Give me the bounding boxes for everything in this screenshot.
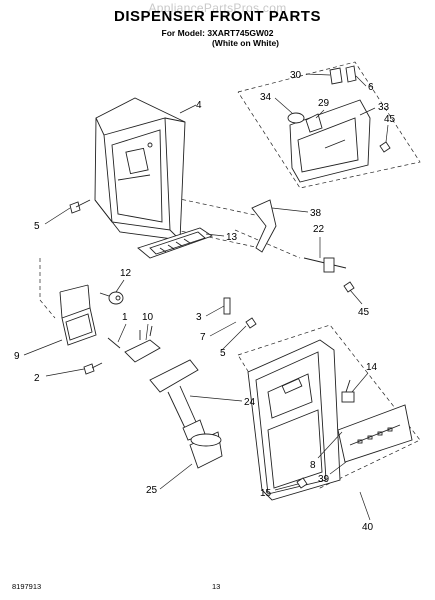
- color-line: (White on White): [211, 38, 280, 48]
- part-34-lamp: [287, 112, 305, 124]
- part-1-pin: [107, 337, 121, 349]
- part-33-upper-housing: [289, 99, 371, 183]
- part-14-switch: [341, 379, 355, 403]
- part-40-front-panel: [247, 339, 341, 501]
- part-3-clip: [223, 297, 231, 315]
- page-number: 13: [212, 582, 221, 591]
- callout-5-upper: 5: [34, 221, 40, 232]
- part-45-screw-lower: [343, 281, 355, 293]
- part-38-lever: [251, 199, 277, 253]
- part-10-lever: [124, 325, 161, 363]
- part-6-clip: [345, 65, 357, 83]
- part-39-control-board: [337, 404, 413, 463]
- part-45-screw-upper: [379, 141, 391, 153]
- callout-33: 33: [378, 102, 390, 113]
- watermark: AppliancePartsPros.com: [148, 1, 287, 15]
- callout-6: 6: [368, 82, 374, 93]
- callout-15: 15: [260, 488, 272, 499]
- callout-3: 3: [196, 312, 202, 323]
- part-5-screw-lower: [245, 317, 257, 329]
- callout-14: 14: [366, 362, 378, 373]
- part-13-drip-tray: [137, 227, 213, 259]
- document-number: 8197913: [12, 582, 42, 591]
- callout-13: 13: [226, 232, 238, 243]
- leader-lines: [23, 73, 389, 521]
- part-5-screw-upper: [69, 199, 91, 214]
- part-30-bracket: [329, 67, 343, 85]
- callout-24: 24: [244, 397, 256, 408]
- part-15-screw: [296, 477, 308, 489]
- part-9-bracket: [59, 284, 97, 346]
- callout-4: 4: [196, 100, 202, 111]
- callout-5-lower: 5: [220, 348, 226, 359]
- callout-2: 2: [34, 373, 40, 384]
- callout-34: 34: [260, 92, 272, 103]
- callout-39: 39: [318, 474, 330, 485]
- part-2-screw: [83, 362, 103, 375]
- callout-40: 40: [362, 522, 374, 533]
- callout-1: 1: [122, 312, 128, 323]
- part-29-socket: [305, 113, 323, 133]
- callout-7: 7: [200, 332, 206, 343]
- part-22-rod: [303, 257, 347, 273]
- part-24-actuator-arm: [149, 359, 206, 441]
- callout-22: 22: [313, 224, 325, 235]
- callout-10: 10: [142, 312, 154, 323]
- part-25-ice-cup: [189, 431, 223, 469]
- part-12-solenoid: [99, 291, 124, 305]
- callout-25: 25: [146, 485, 158, 496]
- part-4-housing-frame: [94, 97, 186, 241]
- page-title: DISPENSER FRONT PARTS: [114, 8, 321, 25]
- callout-8: 8: [310, 460, 316, 471]
- callout-labels: 30 6 34 29 33 45 4 5 13 38 22 12 45 3 7 …: [14, 70, 396, 533]
- callout-29: 29: [318, 98, 330, 109]
- callout-12: 12: [120, 268, 132, 279]
- callout-9: 9: [14, 351, 20, 362]
- callout-30: 30: [290, 70, 302, 81]
- callout-45-upper: 45: [384, 114, 396, 125]
- callout-38: 38: [310, 208, 322, 219]
- callout-45-lower: 45: [358, 307, 370, 318]
- model-line: For Model: 3XART745GW02: [161, 28, 274, 38]
